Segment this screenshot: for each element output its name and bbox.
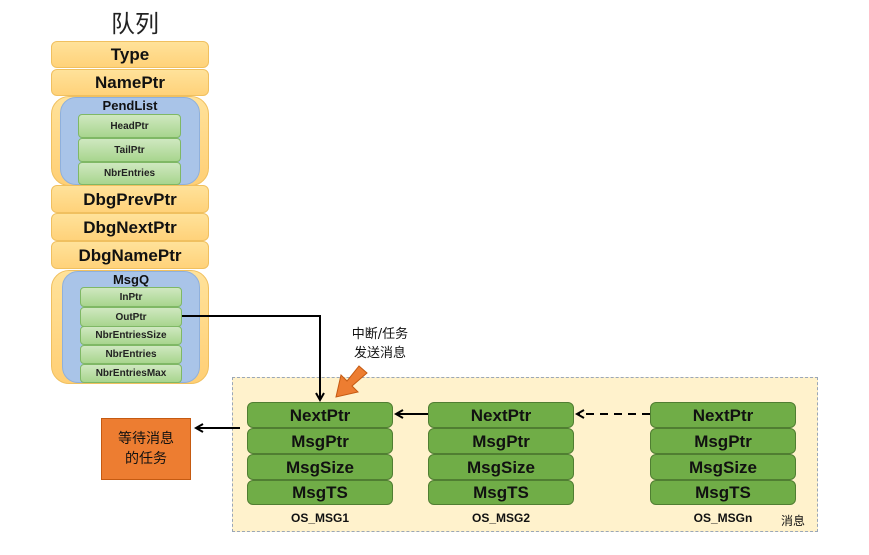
- pendlist-nbrentries: NbrEntries: [78, 162, 181, 185]
- msg1-nextptr: NextPtr: [247, 402, 393, 428]
- msg2-nextptr: NextPtr: [428, 402, 574, 428]
- queue-title: 队列: [111, 10, 159, 38]
- msgn-msgts: MsgTS: [650, 480, 796, 505]
- message-area-label: 消息: [780, 514, 805, 528]
- queue-field-dbgnextptr: DbgNextPtr: [51, 213, 209, 241]
- msg1-msgts: MsgTS: [247, 480, 393, 505]
- outptr-to-msg1-arrow: [182, 315, 320, 400]
- msgq-nbrentries: NbrEntries: [80, 345, 182, 364]
- msg1-msgptr: MsgPtr: [247, 428, 393, 454]
- queue-field-nameptr: NamePtr: [51, 69, 209, 96]
- msgq-nbrentriessize: NbrEntriesSize: [80, 326, 182, 345]
- waiting-task-box: 等待消息 的任务: [101, 418, 191, 480]
- queue-field-dbgnameptr: DbgNamePtr: [51, 241, 209, 269]
- msg1-label: OS_MSG1: [290, 511, 350, 525]
- msgq-inptr: InPtr: [80, 287, 182, 307]
- sender-note-line1: 中断/任务: [351, 327, 409, 342]
- pendlist-label: PendList: [102, 98, 158, 113]
- msgn-msgsize: MsgSize: [650, 454, 796, 480]
- waiting-task-line1: 等待消息: [118, 431, 174, 447]
- msgq-nbrentriesmax: NbrEntriesMax: [80, 364, 182, 383]
- sender-orange-arrow: [335, 365, 368, 398]
- queue-field-type: Type: [51, 41, 209, 68]
- msgn-label: OS_MSGn: [693, 511, 753, 525]
- msg2-label: OS_MSG2: [471, 511, 531, 525]
- msgn-nextptr: NextPtr: [650, 402, 796, 428]
- msg1-msgsize: MsgSize: [247, 454, 393, 480]
- msg2-msgts: MsgTS: [428, 480, 574, 505]
- msgn-msgptr: MsgPtr: [650, 428, 796, 454]
- msg2-msgsize: MsgSize: [428, 454, 574, 480]
- pendlist-tailptr: TailPtr: [78, 138, 181, 162]
- queue-field-dbgprevptr: DbgPrevPtr: [51, 185, 209, 213]
- msg2-msgptr: MsgPtr: [428, 428, 574, 454]
- sender-note: 中断/任务 发送消息: [335, 325, 425, 363]
- msgq-label: MsgQ: [112, 272, 150, 287]
- pendlist-headptr: HeadPtr: [78, 114, 181, 138]
- waiting-task-line2: 的任务: [125, 451, 167, 467]
- sender-note-line2: 发送消息: [353, 346, 406, 361]
